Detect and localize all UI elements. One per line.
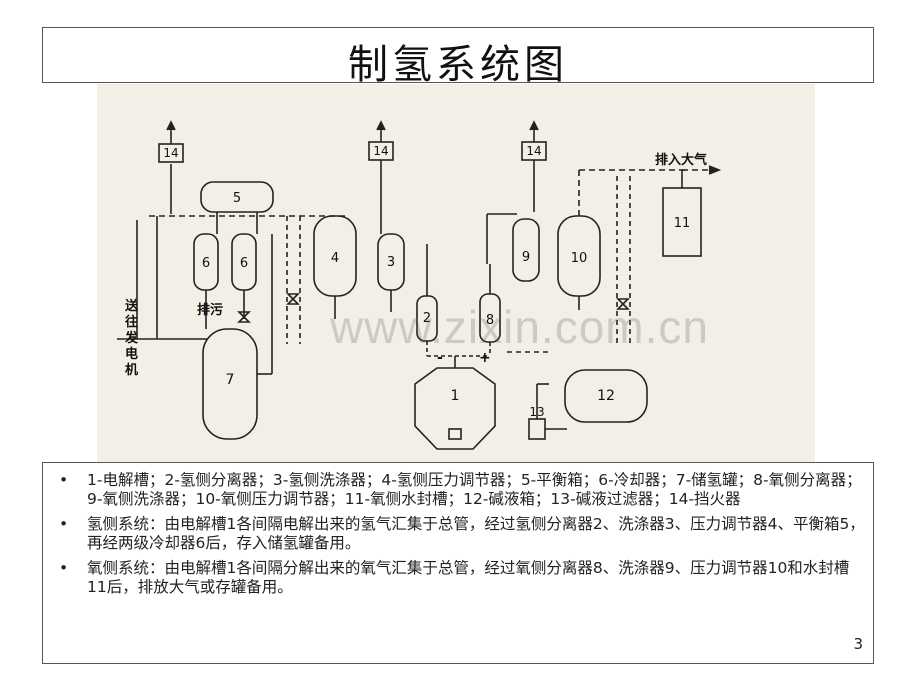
note-oxygen-text: 氧侧系统：由电解槽1各间隔分解出来的氧气汇集于总管，经过氧侧分离器8、洗涤器9、… (87, 559, 850, 596)
label-4: 4 (331, 251, 339, 266)
drain-label: 排污 (197, 302, 223, 318)
note-legend-text: 1-电解槽；2-氢侧分离器；3-氢侧洗涤器；4-氢侧压力调节器；5-平衡箱；6-… (87, 471, 862, 508)
label-11: 11 (674, 216, 691, 231)
label-12: 12 (597, 388, 615, 404)
label-3: 3 (387, 255, 395, 270)
watermark: www.zixin.com.cn (330, 301, 709, 353)
page-number: 3 (853, 635, 863, 653)
arrester-label-right: 14 (526, 144, 541, 158)
label-6a: 6 (202, 256, 210, 271)
bullet: • (59, 515, 69, 533)
bullet: • (59, 559, 69, 577)
label-2: 2 (423, 311, 431, 326)
generator-label: 送 往 发 电 机 (124, 298, 143, 378)
label-6b: 6 (240, 256, 248, 271)
note-legend: • 1-电解槽；2-氢侧分离器；3-氢侧洗涤器；4-氢侧压力调节器；5-平衡箱；… (57, 471, 865, 509)
label-10: 10 (571, 251, 588, 266)
bullet: • (59, 471, 69, 489)
label-7: 7 (226, 372, 235, 388)
notes-list: • 1-电解槽；2-氢侧分离器；3-氢侧洗涤器；4-氢侧压力调节器；5-平衡箱；… (57, 471, 865, 603)
slide-title: 制氢系统图 (348, 42, 568, 88)
note-hydrogen-side: • 氢侧系统：由电解槽1各间隔电解出来的氢气汇集于总管，经过氢侧分离器2、洗涤器… (57, 515, 865, 553)
title-box: 制氢系统图 (42, 27, 874, 88)
label-8: 8 (486, 313, 494, 328)
label-9: 9 (522, 250, 530, 265)
note-oxygen-side: • 氧侧系统：由电解槽1各间隔分解出来的氧气汇集于总管，经过氧侧分离器8、洗涤器… (57, 559, 865, 597)
label-1: 1 (451, 388, 460, 404)
arrester-label-left: 14 (163, 146, 178, 160)
notes-box: • 1-电解槽；2-氢侧分离器；3-氢侧洗涤器；4-氢侧压力调节器；5-平衡箱；… (42, 462, 874, 664)
label-13: 13 (529, 405, 544, 419)
vent-label: 排入大气 (655, 152, 707, 168)
hydrogen-system-diagram: 14 14 14 5 6 6 7 4 3 2 8 1 9 10 11 12 13… (97, 84, 815, 462)
label-5: 5 (233, 191, 241, 206)
minus-sign: - (437, 350, 443, 366)
arrester-label-middle: 14 (373, 144, 388, 158)
plus-sign: + (479, 350, 491, 366)
note-hydrogen-text: 氢侧系统：由电解槽1各间隔电解出来的氢气汇集于总管，经过氢侧分离器2、洗涤器3、… (87, 515, 865, 552)
